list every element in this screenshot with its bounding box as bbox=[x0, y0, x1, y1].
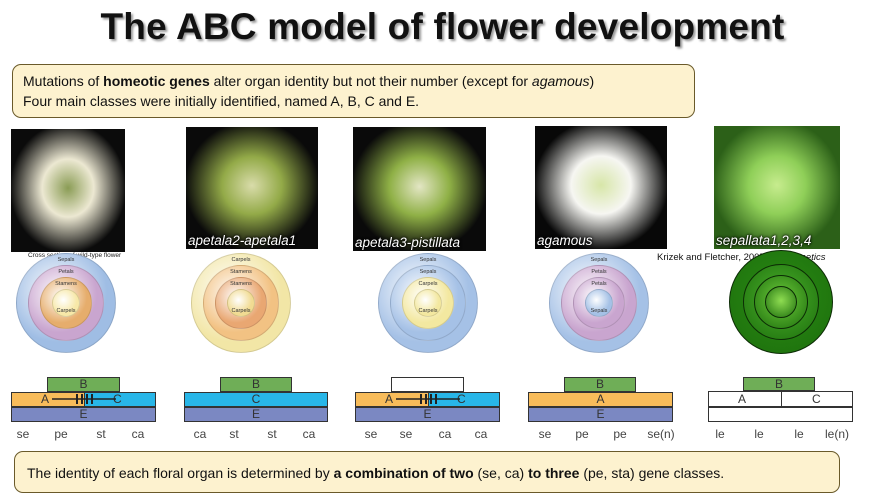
whorl-label: se bbox=[16, 427, 30, 441]
summary-text: (pe, sta) gene classes. bbox=[579, 465, 725, 481]
whorl-label: ca bbox=[302, 427, 316, 441]
a-label: A bbox=[41, 392, 50, 406]
photo-wild-type bbox=[11, 129, 125, 252]
whorl-label: pe bbox=[613, 427, 627, 441]
intro-line-1: Mutations of homeotic genes alter organ … bbox=[23, 71, 694, 91]
photo-agamous: agamous bbox=[535, 126, 667, 249]
whorl-ring-label: Stamens bbox=[230, 281, 252, 287]
whorl-ring-label: Carpels bbox=[56, 308, 76, 314]
b-domain-empty-bar bbox=[391, 377, 464, 392]
whorl-ring-label: Stamens bbox=[230, 269, 252, 275]
photo-apetala3: apetala3-pistillata bbox=[353, 127, 486, 251]
whorl-label: st bbox=[229, 427, 239, 441]
whorl-ring-label: Petals bbox=[591, 269, 607, 275]
whorl-label: se bbox=[538, 427, 552, 441]
e-domain-bar: E bbox=[11, 407, 156, 422]
whorl-label: st bbox=[267, 427, 277, 441]
b-domain-bar: B bbox=[220, 377, 292, 392]
whorl-ring-label: Sepals bbox=[419, 269, 437, 275]
b-domain-bar: B bbox=[743, 377, 815, 391]
summary-bold: a combination of two bbox=[333, 465, 474, 481]
whorl-ring-label: Carpels bbox=[231, 308, 251, 314]
whorl-ring-label: Petals bbox=[58, 269, 74, 275]
whorl-ring-label: Carpels bbox=[418, 281, 438, 287]
intro-text: alter organ identity but not their numbe… bbox=[209, 73, 532, 89]
whorl-ring bbox=[215, 277, 267, 329]
summary-text: (se, ca) bbox=[473, 465, 529, 481]
summary-box: The identity of each floral organ is det… bbox=[14, 451, 840, 493]
whorl-label: se bbox=[364, 427, 378, 441]
e-domain-bar: E bbox=[528, 407, 673, 422]
c-label: C bbox=[457, 392, 466, 406]
label-agamous: agamous bbox=[537, 233, 593, 248]
whorl-label: ca bbox=[438, 427, 452, 441]
whorl-ring-label: Carpels bbox=[231, 257, 251, 263]
b-domain-bar: B bbox=[47, 377, 120, 392]
whorl-label: le bbox=[794, 427, 804, 441]
summary-bold: to three bbox=[528, 465, 580, 481]
a-domain-bar: A bbox=[355, 392, 429, 407]
photo-sepallata: sepallata1,2,3,4 bbox=[714, 126, 840, 249]
intro-text: Mutations of bbox=[23, 73, 104, 89]
whorl-ring bbox=[52, 289, 80, 317]
whorl-label: st bbox=[96, 427, 106, 441]
whorl-label: ca bbox=[193, 427, 207, 441]
label-apetala2: apetala2-apetala1 bbox=[188, 233, 297, 248]
b-domain-bar: B bbox=[564, 377, 636, 392]
summary-text: The identity of each floral organ is det… bbox=[27, 465, 334, 481]
whorl-label: pe bbox=[54, 427, 68, 441]
whorl-ring-label: Stamens bbox=[55, 281, 77, 287]
c-label: C bbox=[812, 392, 821, 406]
whorl-label: pe bbox=[575, 427, 589, 441]
whorl-label: le bbox=[715, 427, 725, 441]
intro-italic: agamous bbox=[531, 73, 590, 89]
whorl-ring-label: Petals bbox=[591, 281, 607, 287]
whorl-ring-label: Sepals bbox=[590, 308, 608, 314]
a-label: A bbox=[385, 392, 394, 406]
e-domain-bar: E bbox=[184, 407, 328, 422]
whorl-ring-label: Sepals bbox=[590, 257, 608, 263]
whorl-ring-label: Sepals bbox=[419, 257, 437, 263]
whorl-label: le bbox=[754, 427, 764, 441]
label-apetala3: apetala3-pistillata bbox=[355, 235, 461, 250]
whorl-ring bbox=[40, 277, 92, 329]
label-sepallata: sepallata1,2,3,4 bbox=[716, 233, 812, 248]
whorl-ring bbox=[414, 289, 442, 317]
a-domain-bar: A bbox=[528, 392, 673, 407]
a-domain-bar: A bbox=[11, 392, 85, 407]
whorl-ring-label: Sepals bbox=[57, 257, 75, 263]
whorl-label: ca bbox=[131, 427, 145, 441]
whorl-ring bbox=[585, 289, 613, 317]
whorl-label: le(n) bbox=[824, 427, 850, 441]
intro-box: Mutations of homeotic genes alter organ … bbox=[12, 64, 695, 118]
whorl-ring bbox=[765, 286, 797, 318]
e-domain-empty-bar bbox=[708, 407, 853, 422]
c-domain-bar: C bbox=[184, 392, 328, 407]
a-c-domain-bar: A C bbox=[708, 391, 853, 407]
whorl-label: ca bbox=[474, 427, 488, 441]
photo-apetala2: apetala2-apetala1 bbox=[186, 127, 318, 249]
citation-text: Krizek and Fletcher, 2005, bbox=[657, 252, 771, 263]
whorl-label: se(n) bbox=[647, 427, 675, 441]
intro-text: ) bbox=[589, 73, 595, 89]
intro-bold: homeotic genes bbox=[103, 73, 210, 89]
c-label: C bbox=[113, 392, 122, 406]
e-domain-bar: E bbox=[355, 407, 500, 422]
whorl-ring bbox=[227, 289, 255, 317]
slide-title: The ABC model of flower development bbox=[100, 6, 785, 47]
whorl-ring-label: Carpels bbox=[418, 308, 438, 314]
a-label: A bbox=[738, 392, 747, 406]
whorl-label: se bbox=[399, 427, 413, 441]
a-c-divider bbox=[781, 392, 782, 406]
intro-line-2: Four main classes were initially identif… bbox=[23, 93, 420, 109]
